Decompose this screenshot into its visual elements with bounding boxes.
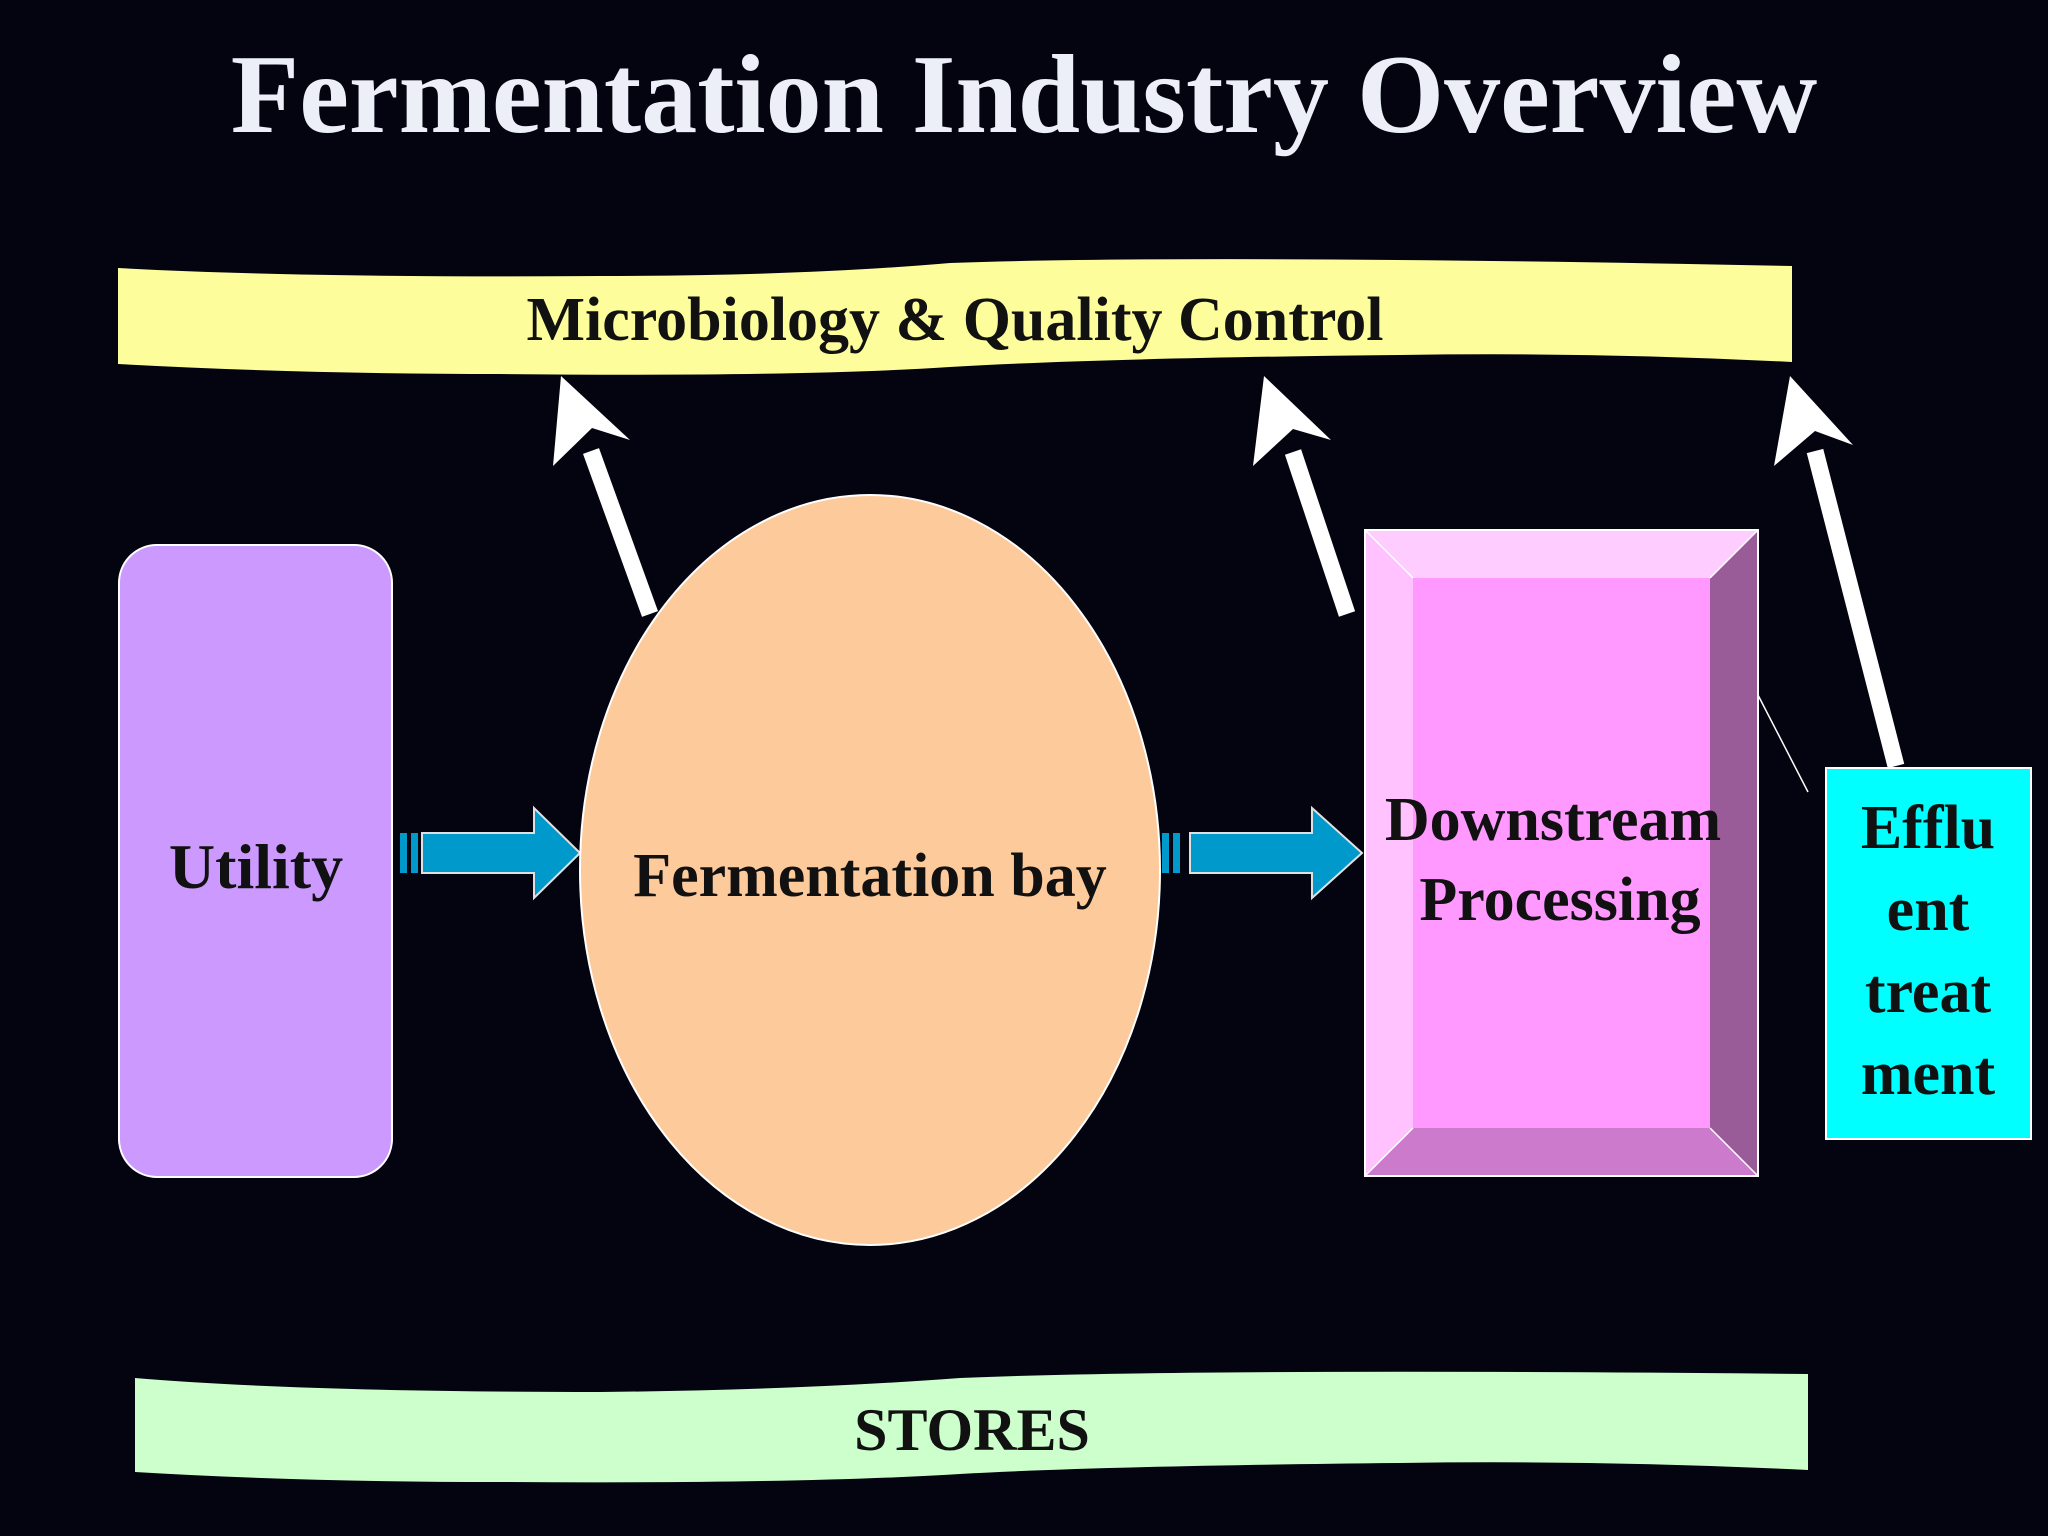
effluent-label-line2: ent	[1887, 876, 1970, 944]
downstream-label-line2: Processing	[1419, 866, 1700, 934]
effluent-node: Efflu ent treat ment	[1825, 767, 2032, 1140]
utility-box	[118, 544, 393, 1178]
effluent-box	[1825, 767, 2032, 1140]
flow-arrow-utility-to-fermentation	[400, 805, 582, 901]
utility-node: Utility	[118, 544, 393, 1178]
utility-label: Utility	[169, 831, 343, 902]
fermentation-bay-node: Fermentation bay	[579, 494, 1161, 1246]
effluent-label-line4: ment	[1861, 1040, 1996, 1108]
qc-banner-shape	[118, 259, 1792, 375]
connector-line	[1757, 694, 1809, 793]
downstream-box	[1413, 578, 1710, 1128]
effluent-label-line3: treat	[1865, 958, 1992, 1026]
stores-banner-shape	[135, 1371, 1808, 1483]
flow-arrow-fermentation-to-downstream	[1162, 805, 1364, 901]
qc-arrow-from-fermentation	[553, 376, 658, 617]
fermentation-bay-ellipse	[579, 494, 1161, 1246]
qc-banner-label: Microbiology & Quality Control	[526, 286, 1383, 354]
slide-title: Fermentation Industry Overview	[231, 33, 1818, 157]
downstream-node: Downstream Processing	[1364, 529, 1759, 1177]
qc-arrow-from-downstream	[1253, 376, 1356, 617]
qc-arrow-from-effluent	[1774, 376, 1905, 769]
fermentation-bay-label: Fermentation bay	[633, 842, 1107, 910]
qc-banner: Microbiology & Quality Control	[118, 259, 1792, 375]
stores-banner: STORES	[135, 1371, 1808, 1483]
effluent-label-line1: Efflu	[1861, 794, 1995, 862]
stores-banner-label: STORES	[854, 1397, 1090, 1463]
downstream-label-line1: Downstream	[1385, 786, 1721, 854]
